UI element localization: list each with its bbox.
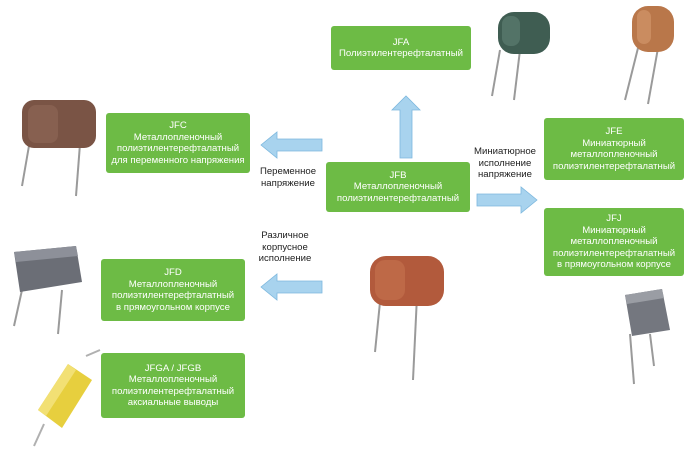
edge-label-case-line: корпусное — [262, 241, 308, 253]
capacitor-jfj-image — [625, 289, 670, 385]
node-jfga-line: полиэтилентерефталатный — [111, 385, 235, 397]
node-jfe-line: Миниатюрный — [582, 137, 646, 149]
capacitor-jfc-image — [21, 100, 96, 197]
node-jfb-line: JFB — [389, 169, 407, 181]
arrow-left-to-jfc — [260, 131, 323, 159]
node-jfj-line: полиэтилентерефталатный — [552, 247, 676, 259]
edge-label-mini-line: Миниатюрное — [473, 146, 537, 157]
node-jfa-line: JFA — [392, 36, 410, 48]
node-jfd-line: в прямоугольном корпусе — [116, 301, 230, 313]
node-jfb-line: Металлопленочный — [353, 181, 443, 193]
capacitor-jfga-image — [33, 349, 101, 447]
node-jfa-line: Полиэтилентерефталатный — [339, 48, 463, 59]
edge-label-ac-line: напряжение — [261, 177, 315, 189]
node-jfe-line: металлопленочный — [570, 149, 658, 160]
node-jfj-line: JFJ — [606, 213, 622, 225]
node-jfe-line: JFE — [605, 126, 623, 137]
capacitor-jfb-image — [370, 256, 444, 381]
node-jfga-line: Металлопленочный — [128, 374, 218, 385]
node-jfc-line: для переменного напряжения — [111, 154, 245, 166]
edge-label-mini-line: исполнение — [478, 157, 532, 169]
node-jfga-line: аксиальные выводы — [127, 397, 219, 408]
capacitor-jfa-image — [491, 12, 550, 101]
node-jfga-line: JFGA / JFGB — [144, 362, 202, 374]
edge-label-case-line: Различное — [261, 230, 309, 241]
capacitor-jfe-image — [624, 6, 674, 105]
edge-label-mini-line: напряжение — [478, 169, 532, 180]
node-jfd-line: полиэтилентерефталатный — [111, 290, 235, 301]
node-jfd-line: Металлопленочный — [128, 278, 218, 290]
node-jfd-line: JFD — [164, 267, 182, 278]
edge-label-ac-line: Переменное — [259, 166, 317, 177]
node-jfc-line: полиэтилентерефталатный — [116, 143, 240, 154]
node-jfc-line: Металлопленочный — [133, 131, 223, 143]
arrow-up-to-jfa — [391, 95, 421, 159]
capacitor-jfd-image — [13, 246, 82, 335]
node-jfj-line: в прямоугольном корпусе — [557, 259, 671, 271]
node-jfe-line: полиэтилентерефталатный — [552, 160, 676, 172]
arrow-left-to-jfd — [260, 273, 323, 301]
edge-label-case-line: исполнение — [258, 253, 312, 264]
node-jfj-line: металлопленочный — [570, 236, 658, 248]
arrow-right-to-jfe-jfj — [476, 186, 538, 214]
node-jfb-line: полиэтилентерефталатный — [336, 192, 460, 204]
node-jfc-line: JFC — [169, 120, 187, 131]
node-jfj-line: Миниатюрный — [582, 224, 646, 236]
